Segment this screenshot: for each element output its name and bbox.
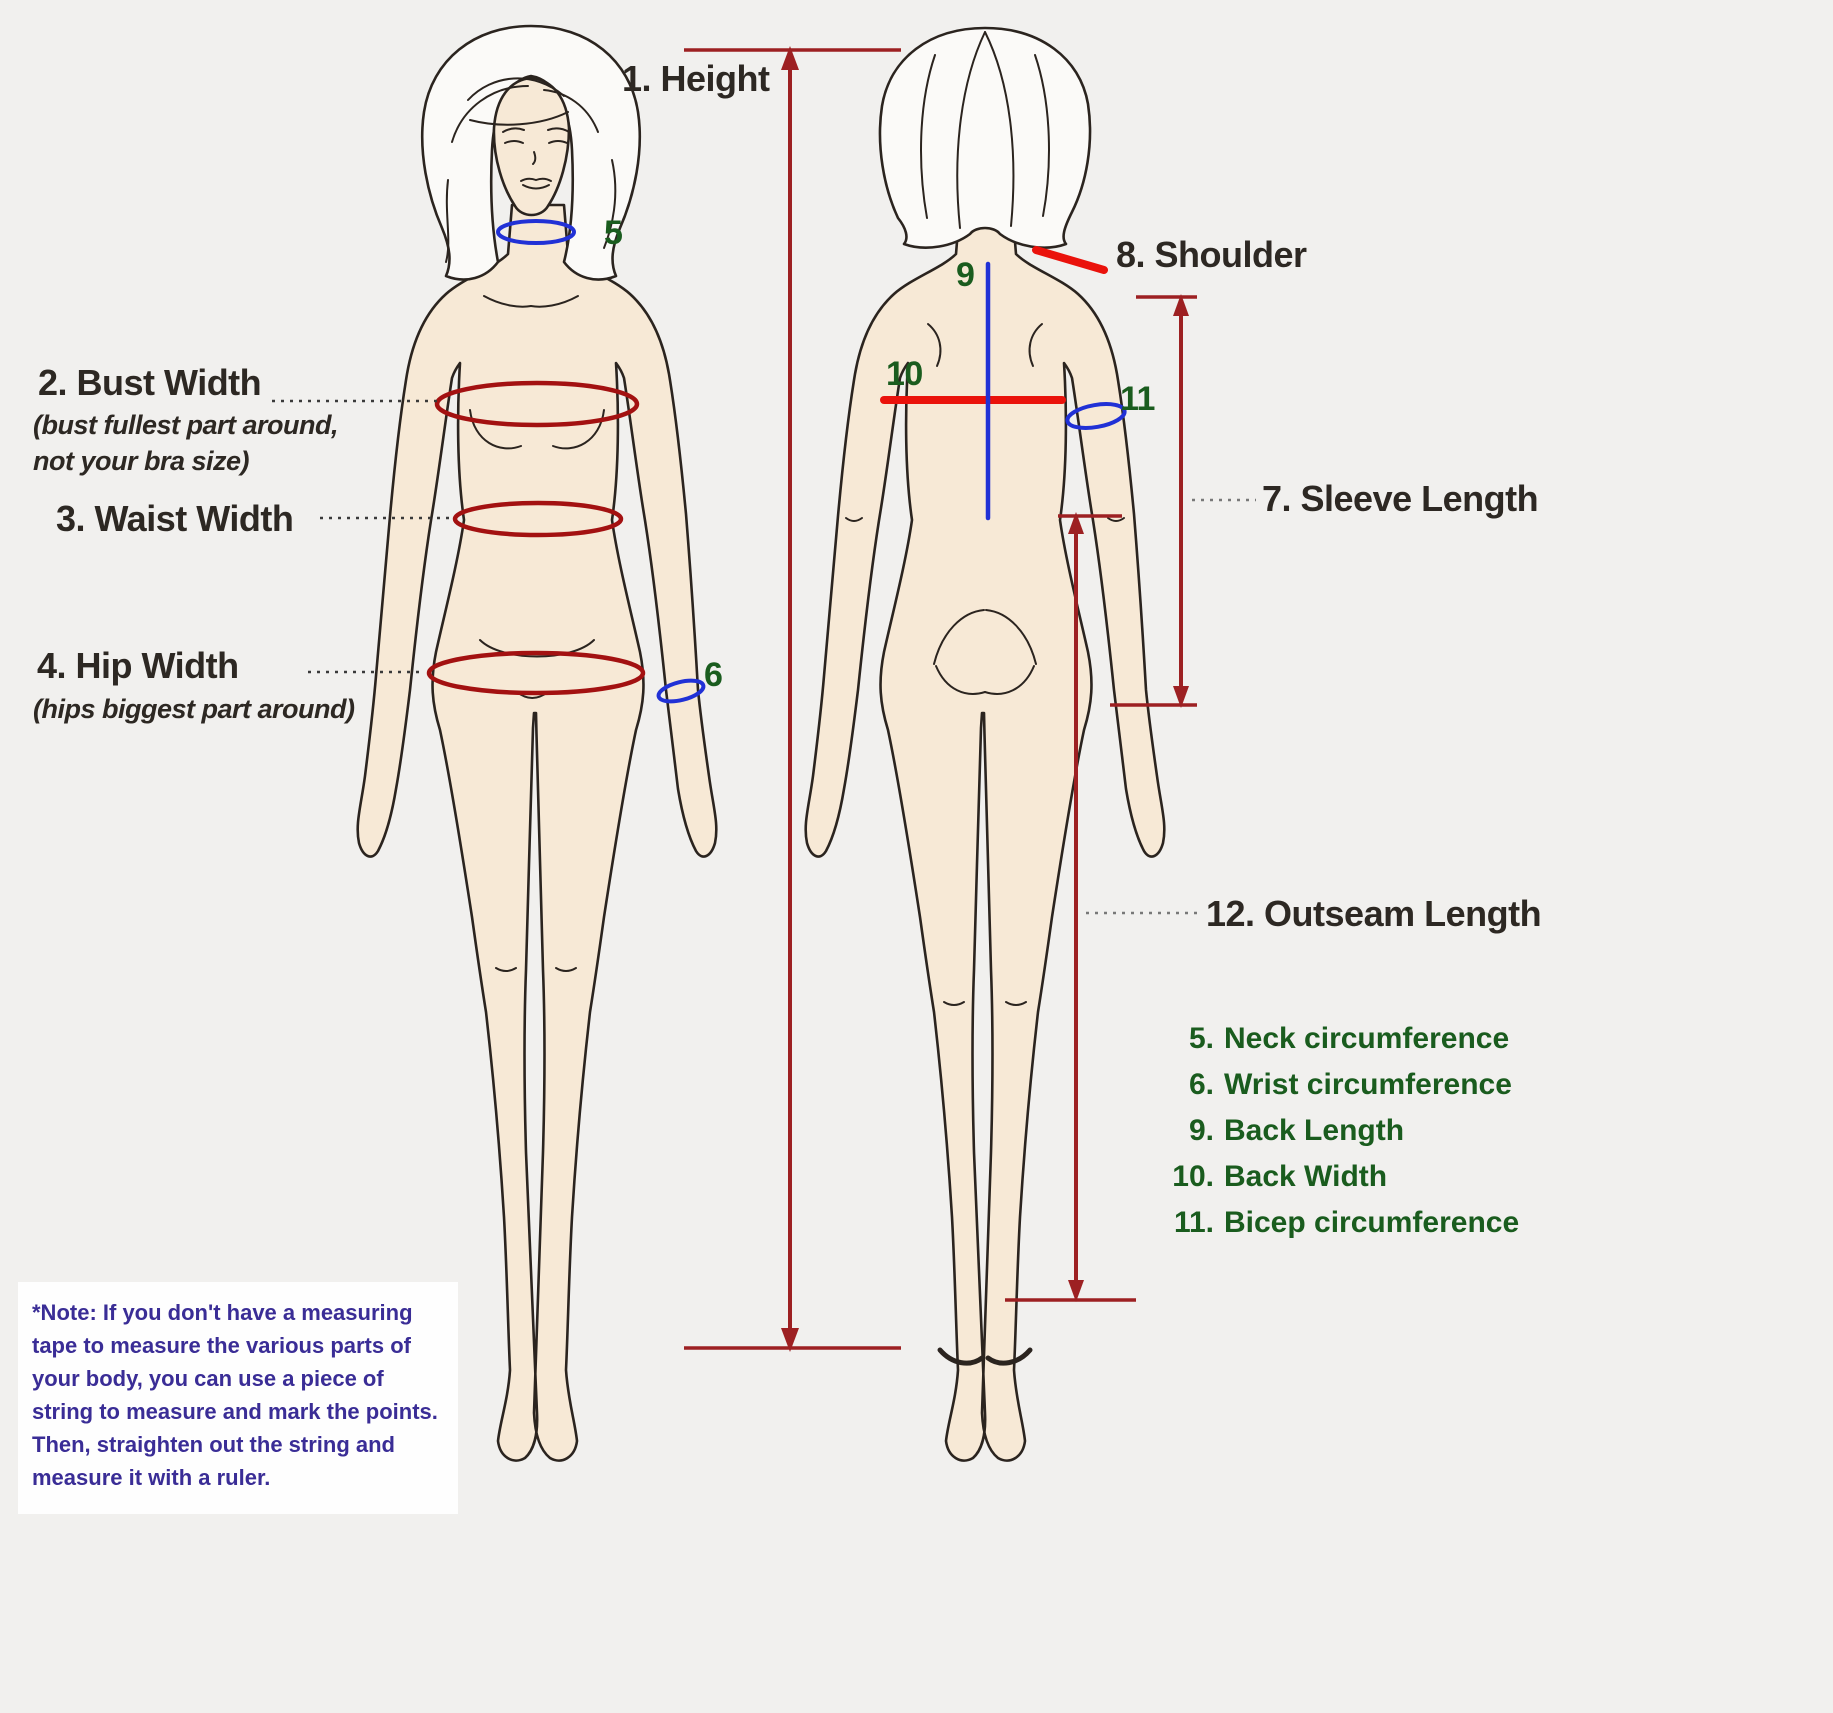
sleeve-arrow-top (1173, 294, 1189, 316)
legend-row-bicep: 11. Bicep circumference (1150, 1206, 1519, 1240)
measurement-graphics (272, 46, 1256, 1352)
legend-row-wrist: 6. Wrist circumference (1150, 1068, 1519, 1102)
wrist-number: 6 (704, 656, 723, 694)
legend-label: Wrist circumference (1224, 1068, 1512, 1101)
legend-number: 9. (1188, 1114, 1214, 1147)
bust-note-line1: (bust fullest part around, (33, 410, 339, 440)
outseam-arrow-top (1068, 512, 1084, 534)
height-label: 1. Height (622, 58, 770, 99)
back-figure-illustration (804, 26, 1166, 1462)
bust-label: 2. Bust Width (38, 362, 262, 403)
back-hair-strands (920, 31, 1050, 229)
front-hair (420, 24, 642, 281)
legend-number: 10. (1172, 1160, 1214, 1193)
legend-row-back-width: 10. Back Width (1150, 1160, 1519, 1194)
legend-label: Bicep circumference (1224, 1206, 1520, 1239)
bicep-circumference-ellipse (1065, 402, 1127, 430)
front-body (356, 203, 718, 1462)
sleeve-label: 7. Sleeve Length (1262, 478, 1539, 519)
legend-row-back-length: 9. Back Length (1150, 1114, 1519, 1148)
hip-label: 4. Hip Width (37, 645, 239, 686)
bicep-number: 11 (1120, 380, 1155, 418)
wrist-circumference-ellipse (656, 678, 706, 704)
front-face (492, 76, 571, 217)
back-body (804, 203, 1166, 1462)
shoulder-mark-line (1032, 246, 1108, 274)
measurement-legend: 5. Neck circumference 6. Wrist circumfer… (1150, 1022, 1519, 1252)
neck-circumference-ellipse (496, 219, 576, 245)
legend-label: Neck circumference (1224, 1022, 1510, 1055)
waist-label: 3. Waist Width (56, 498, 294, 539)
legend-number: 6. (1188, 1068, 1214, 1101)
bust-ellipse (434, 380, 640, 428)
legend-label: Back Length (1224, 1114, 1405, 1147)
outseam-label: 12. Outseam Length (1206, 893, 1542, 934)
front-face-features (502, 127, 570, 190)
front-hair-strands (445, 77, 617, 263)
back-width-number: 10 (886, 355, 923, 393)
sleeve-arrow-bottom (1173, 686, 1189, 708)
back-hair (878, 26, 1092, 249)
left-heel-mark (937, 1347, 985, 1366)
back-body-details (845, 323, 1125, 1366)
height-arrow-bottom (781, 1328, 799, 1352)
neck-number: 5 (604, 214, 623, 252)
height-arrow-top (781, 46, 799, 70)
legend-number: 11. (1173, 1206, 1214, 1239)
measuring-tape-note: *Note: If you don't have a measuring tap… (18, 1282, 458, 1514)
shoulder-label: 8. Shoulder (1116, 234, 1307, 275)
outseam-arrow-bottom (1068, 1280, 1084, 1302)
legend-label: Back Width (1224, 1160, 1388, 1193)
bust-note-line2: not your bra size) (33, 446, 250, 476)
back-length-number: 9 (956, 256, 975, 294)
hip-ellipse (426, 650, 646, 696)
right-heel-mark (985, 1347, 1033, 1366)
legend-number: 5. (1188, 1022, 1214, 1055)
hip-note: (hips biggest part around) (33, 694, 355, 724)
legend-row-neck: 5. Neck circumference (1150, 1022, 1519, 1056)
waist-ellipse (452, 500, 624, 538)
